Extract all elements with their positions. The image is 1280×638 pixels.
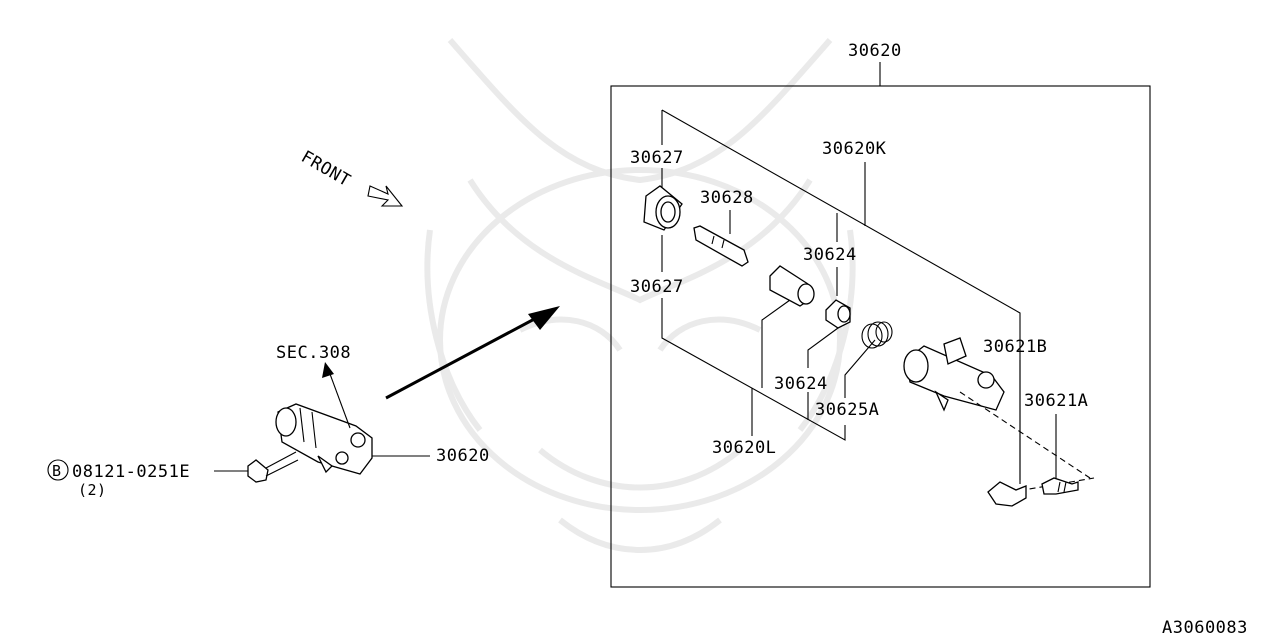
pushrod-part — [693, 225, 749, 267]
label-cylinder-left: 30620 — [436, 446, 490, 466]
leader-cup-lower — [807, 327, 839, 368]
front-arrow-icon — [367, 185, 404, 207]
label-bleeder-a: 30621A — [1024, 391, 1088, 411]
label-boot-lower: 30627 — [630, 277, 684, 297]
cylinder-body-part — [903, 337, 1005, 412]
label-cup-lower: 30624 — [774, 374, 828, 394]
kit-outline-lower — [661, 235, 846, 441]
bolt-circle-icon — [47, 459, 69, 481]
label-cup-upper: 30624 — [803, 245, 857, 265]
label-bleeder-b: 30621B — [983, 337, 1047, 357]
label-bolt-code: 08121-0251E — [72, 462, 190, 482]
bleeder-axis-line — [959, 391, 1091, 479]
bleeder-b-part — [987, 481, 1027, 507]
label-sec-ref: SEC.308 — [276, 343, 351, 363]
cup-seal-part — [825, 299, 851, 329]
label-spring: 30625A — [815, 400, 879, 420]
kit-outline-upper — [661, 109, 1021, 480]
label-boot-upper: 30627 — [630, 148, 684, 168]
leader-piston — [761, 299, 791, 388]
label-kit-k: 30620K — [822, 139, 887, 159]
label-kit-top: 30620 — [848, 41, 902, 61]
kit-box — [610, 85, 1151, 588]
installed-cylinder-part — [275, 403, 373, 475]
label-figure-id: A3060083 — [1162, 618, 1248, 638]
piston-part — [769, 265, 815, 307]
label-bolt-circle: B — [52, 462, 62, 480]
sec-ref-arrow-icon — [322, 362, 334, 378]
label-front: FRONT — [298, 147, 354, 191]
spring-part — [861, 321, 893, 349]
boot-part — [643, 185, 683, 231]
pointer-arrow-head-icon — [528, 306, 560, 330]
label-bolt-qty: (2) — [78, 481, 107, 499]
bleeder-a-part — [1041, 477, 1079, 495]
label-kit-l: 30620L — [712, 438, 776, 458]
leader-spring — [844, 339, 876, 398]
sec-ref-leader — [329, 373, 351, 429]
bolt-part — [247, 451, 299, 483]
label-pushrod: 30628 — [700, 188, 754, 208]
pointer-arrow — [385, 314, 541, 400]
